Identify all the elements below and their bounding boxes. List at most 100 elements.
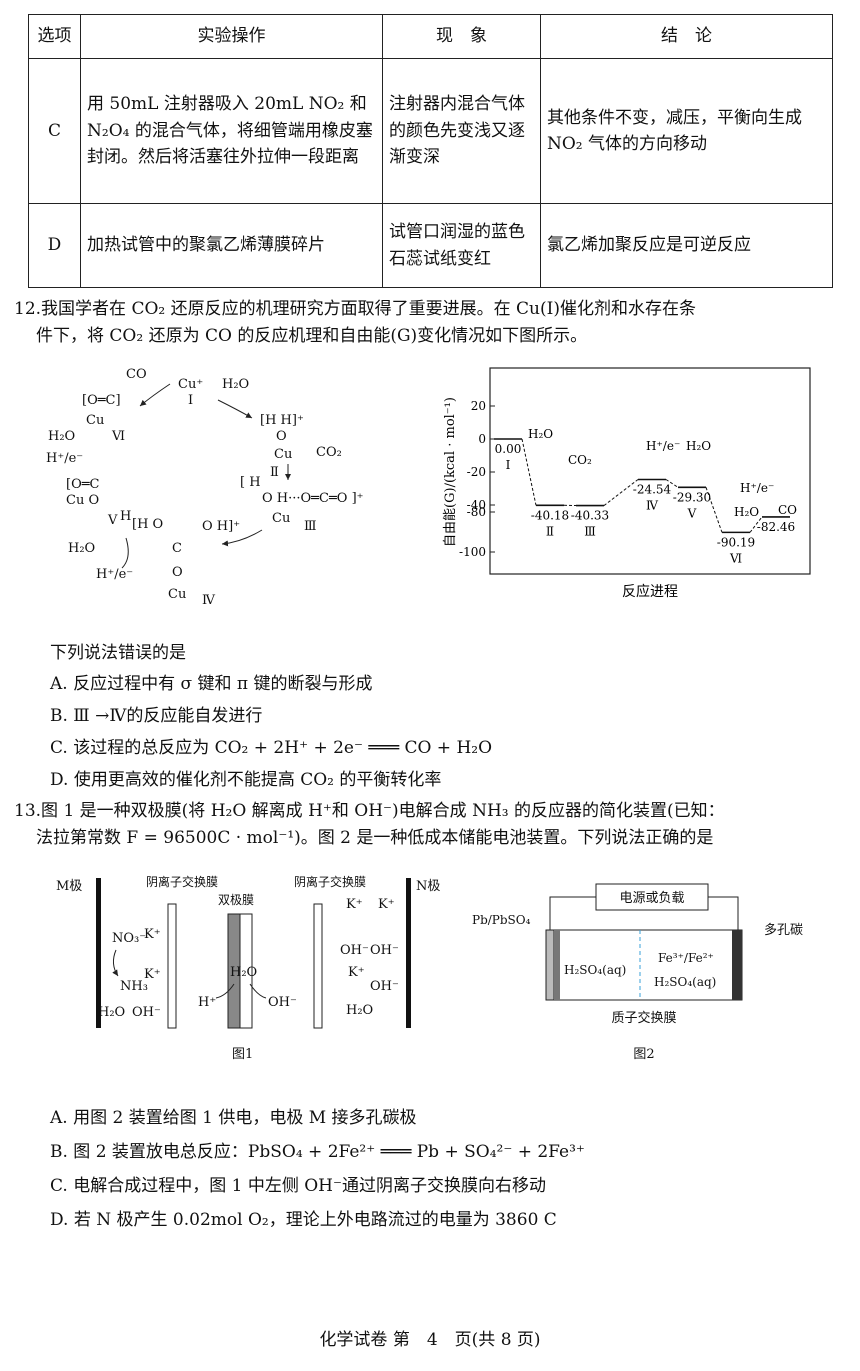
species-k-r2: K⁺ bbox=[378, 897, 395, 912]
load-label: 电源或负载 bbox=[619, 891, 684, 906]
q13-stem-line1: 图 1 是一种双极膜(将 H₂O 解离成 H⁺和 OH⁻)电解合成 NH₃ 的反… bbox=[41, 801, 725, 821]
figure-2-svg: 电源或负载 Pb/PbSO₄ 多孔碳 H₂SO₄(aq) Fe³⁺/Fe²⁺ H… bbox=[472, 883, 803, 1062]
iv-structure: [H O bbox=[132, 517, 163, 532]
figure-1: M极 阴离子交换膜 双极膜 阴离子交换膜 N极 NO₃⁻ K⁺ NH₃ K⁺ H… bbox=[46, 868, 466, 1073]
v-structure: [O═C bbox=[66, 477, 100, 492]
figure-1-svg: M极 阴离子交换膜 双极膜 阴离子交换膜 N极 NO₃⁻ K⁺ NH₃ K⁺ H… bbox=[56, 874, 440, 1062]
step-annotation: H⁺/e⁻ bbox=[740, 481, 774, 495]
intermediate-label: Ⅲ bbox=[584, 525, 596, 539]
q12-prompt: 下列说法错误的是 bbox=[50, 643, 186, 663]
species-h2o-mid: H₂O bbox=[230, 965, 257, 980]
iv-h2o: H₂O bbox=[68, 541, 95, 556]
q12-option-d: D. 使用更高效的催化剂不能提高 CO₂ 的平衡转化率 bbox=[50, 770, 442, 790]
ii-cu: Cu bbox=[274, 447, 292, 462]
energy-value-label: -24.54 bbox=[633, 482, 672, 496]
species-oh-r1: OH⁻ bbox=[340, 943, 369, 958]
y-tick-label: 0 bbox=[478, 432, 486, 446]
bipolar-membrane-label: 双极膜 bbox=[218, 893, 254, 907]
intermediate-label: Ⅱ bbox=[546, 524, 554, 538]
step-annotation: H₂O bbox=[734, 505, 759, 519]
q12-stem-line1: 我国学者在 CO₂ 还原反应的机理研究方面取得了重要进展。在 Cu(Ⅰ)催化剂和… bbox=[41, 299, 696, 319]
membrane-label: 质子交换膜 bbox=[611, 1010, 676, 1026]
y-tick-label: 20 bbox=[471, 399, 486, 413]
energy-connector bbox=[603, 479, 639, 506]
q12-option-c: C. 该过程的总反应为 CO₂ + 2H⁺ + 2e⁻ ═══ CO + H₂O bbox=[50, 738, 493, 758]
membrane-label-3: 阴离子交换膜 bbox=[294, 874, 366, 889]
iv-cu: Cu bbox=[168, 587, 186, 602]
species-oh-r3: OH⁻ bbox=[370, 979, 399, 994]
q13-number: 13. bbox=[14, 801, 42, 821]
species-oh-left: OH⁻ bbox=[132, 1005, 161, 1020]
energy-value-label: 0.00 bbox=[495, 442, 522, 456]
v-h: H bbox=[120, 509, 131, 524]
q12-number: 12. bbox=[14, 299, 42, 319]
cell-body bbox=[545, 929, 743, 1001]
page-footer: 化学试卷 第 4 页(共 8 页) bbox=[319, 1330, 541, 1350]
species-h2o-top: H₂O bbox=[222, 377, 249, 392]
left-electrode-label: Pb/PbSO₄ bbox=[472, 913, 531, 927]
species-h2o-left: H₂O bbox=[98, 1005, 125, 1020]
header-phenomenon: 现 象 bbox=[382, 14, 541, 59]
vi-he: H⁺/e⁻ bbox=[46, 451, 83, 466]
step-annotation: CO₂ bbox=[568, 453, 592, 467]
y-tick-label: -100 bbox=[459, 545, 486, 559]
energy-value-label: -40.33 bbox=[571, 509, 609, 523]
energy-chart-svg: 自由能(G)/(kcal · mol⁻¹) 反应进程 200-20-40-80-… bbox=[443, 367, 811, 600]
header-operation: 实验操作 bbox=[80, 14, 383, 59]
energy-connector bbox=[705, 487, 723, 533]
v-cu: Cu O bbox=[66, 493, 99, 508]
chart-ylabel: 自由能(G)/(kcal · mol⁻¹) bbox=[443, 397, 458, 547]
energy-value-label: -29.30 bbox=[673, 490, 711, 504]
mechanism-svg: Cu⁺ Ⅰ CO [O═C] Cu Ⅵ H₂O H⁺/e⁻ H₂O [H H]⁺… bbox=[46, 367, 364, 608]
iv-he: H⁺/e⁻ bbox=[96, 567, 133, 582]
ii-o: O bbox=[276, 429, 287, 444]
row-phenomenon: 试管口润湿的蓝色石蕊试纸变红 bbox=[382, 203, 541, 288]
energy-value-label: -82.46 bbox=[757, 520, 795, 534]
row-operation: 加热试管中的聚氯乙烯薄膜碎片 bbox=[80, 203, 383, 288]
species-cu-plus: Cu⁺ bbox=[178, 377, 203, 392]
ii-structure: [H H]⁺ bbox=[260, 413, 304, 428]
step-annotation: CO bbox=[778, 503, 797, 517]
label-III: Ⅲ bbox=[304, 519, 317, 534]
row-conclusion: 氯乙烯加聚反应是可逆反应 bbox=[540, 203, 833, 288]
iv-o2: O bbox=[172, 565, 183, 580]
figure-2: 电源或负载 Pb/PbSO₄ 多孔碳 H₂SO₄(aq) Fe³⁺/Fe²⁺ H… bbox=[468, 868, 818, 1073]
species-k-r3: K⁺ bbox=[348, 965, 365, 980]
q13-option-a: A. 用图 2 装置给图 1 供电，电极 M 接多孔碳极 bbox=[50, 1108, 417, 1128]
species-k-1: K⁺ bbox=[144, 927, 161, 942]
bipolar-membrane-right bbox=[239, 913, 253, 1029]
header-option: 选项 bbox=[28, 14, 81, 59]
y-tick-label: -20 bbox=[467, 465, 486, 479]
row-conclusion: 其他条件不变，减压，平衡向生成 NO₂ 气体的方向移动 bbox=[540, 58, 833, 204]
table-row: D 加热试管中的聚氯乙烯薄膜碎片 试管口润湿的蓝色石蕊试纸变红 氯乙烯加聚反应是… bbox=[28, 203, 833, 288]
power-load-box bbox=[595, 883, 709, 911]
pb-electrode bbox=[545, 929, 555, 1001]
label-II: Ⅱ bbox=[270, 465, 279, 480]
n-electrode-label: N极 bbox=[416, 879, 440, 894]
ii-co2: CO₂ bbox=[316, 445, 342, 460]
species-oh-r2: OH⁻ bbox=[370, 943, 399, 958]
label-IV: Ⅳ bbox=[202, 593, 216, 608]
iv-c: C bbox=[172, 541, 182, 556]
iv-o: O H]⁺ bbox=[202, 519, 240, 534]
step-annotation: H₂O bbox=[528, 427, 553, 441]
chart-frame bbox=[489, 367, 811, 575]
iii-cu: Cu bbox=[272, 511, 290, 526]
q13-option-c: C. 电解合成过程中，图 1 中左侧 OH⁻通过阴离子交换膜向右移动 bbox=[50, 1176, 546, 1196]
vi-structure: [O═C] bbox=[82, 393, 121, 408]
intermediate-label: Ⅳ bbox=[646, 498, 659, 512]
iii-o: O H···O═C═O ]⁺ bbox=[262, 491, 364, 506]
row-option: D bbox=[28, 203, 81, 288]
figure-1-caption: 图1 bbox=[232, 1047, 253, 1062]
anion-membrane-1 bbox=[167, 903, 177, 1029]
q13-option-b: B. 图 2 装置放电总反应：PbSO₄ + 2Fe²⁺ ═══ Pb + SO… bbox=[50, 1142, 585, 1162]
row-option: C bbox=[28, 58, 81, 204]
chart-xlabel: 反应进程 bbox=[622, 583, 678, 600]
vi-h2o: H₂O bbox=[48, 429, 75, 444]
intermediate-label: Ⅵ bbox=[729, 551, 742, 565]
species-oh-mid: OH⁻ bbox=[268, 995, 297, 1010]
q13-option-d: D. 若 N 极产生 0.02mol O₂，理论上外电路流过的电量为 3860 … bbox=[50, 1210, 557, 1230]
label-I: Ⅰ bbox=[188, 393, 193, 408]
row-phenomenon: 注射器内混合气体的颜色先变浅又逐渐变深 bbox=[382, 58, 541, 204]
